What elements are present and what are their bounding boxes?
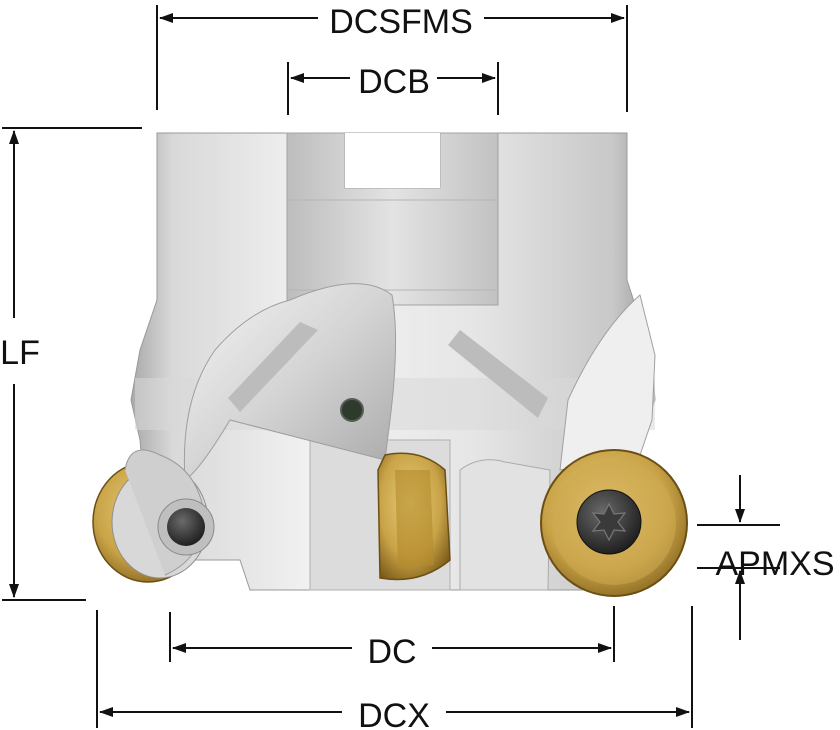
dimension-dcsfms: DCSFMS <box>159 3 625 41</box>
chip-pocket <box>183 283 397 481</box>
dimension-lf: LF <box>0 130 40 598</box>
dimension-apmxs: APMXS <box>715 475 835 640</box>
screw-left <box>157 498 215 556</box>
label-dcsfms: DCSFMS <box>329 3 473 41</box>
screw-right <box>576 489 642 555</box>
label-apmxs: APMXS <box>715 545 834 583</box>
lower-scallops <box>459 459 551 591</box>
flute-rib-right <box>448 330 548 418</box>
label-dcb: DCB <box>358 63 430 101</box>
cutter-body <box>130 132 656 591</box>
insert-center <box>377 452 451 581</box>
dimension-dc: DC <box>172 633 612 671</box>
label-dcx: DCX <box>358 697 430 730</box>
dimension-dcb: DCB <box>290 63 496 101</box>
coolant-hole <box>340 398 364 422</box>
dimension-dcx: DCX <box>99 697 690 730</box>
dimension-lines <box>2 5 780 728</box>
label-lf: LF <box>0 334 40 372</box>
drive-slot-inner <box>345 133 440 188</box>
right-flute <box>559 294 656 471</box>
label-dc: DC <box>367 633 416 671</box>
flute-rib-left <box>228 322 318 412</box>
